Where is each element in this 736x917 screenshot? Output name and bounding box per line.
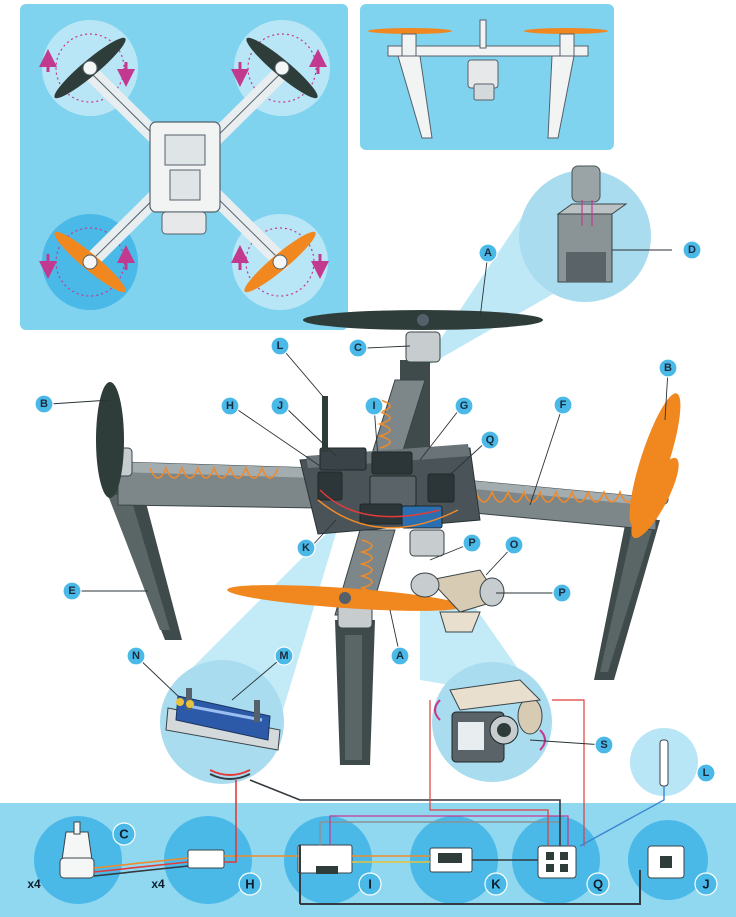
svg-text:I: I (372, 400, 375, 412)
svg-text:H: H (226, 400, 234, 412)
callout-b-left: B (34, 394, 54, 414)
svg-text:S: S (600, 739, 607, 751)
svg-text:B: B (40, 398, 48, 410)
svg-text:Q: Q (593, 877, 603, 892)
svg-text:E: E (68, 585, 75, 597)
callout-i: I (364, 396, 384, 416)
callout-e: E (62, 581, 82, 601)
callout-c: C (348, 338, 368, 358)
svg-text:N: N (132, 650, 140, 662)
callout-o: O (504, 535, 524, 555)
callout-h: H (220, 396, 240, 416)
callout-m: M (274, 646, 294, 666)
bottom-label-q: Q (586, 872, 610, 896)
quadcopter-3d (96, 310, 681, 765)
bottom-label-h: H (238, 872, 262, 896)
callout-l-bubble: L (696, 763, 716, 783)
callout-q-top: Q (480, 430, 500, 450)
callout-k: K (296, 538, 316, 558)
svg-text:B: B (664, 362, 672, 374)
svg-text:P: P (558, 587, 565, 599)
battery-detail (160, 660, 284, 784)
svg-text:A: A (484, 247, 492, 259)
svg-text:D: D (688, 244, 696, 256)
callout-a-bottom: A (390, 646, 410, 666)
bottom-label-k: K (484, 872, 508, 896)
motor-mount-detail (420, 165, 651, 370)
bottom-label-i: I (358, 872, 382, 896)
callout-p-upper: P (462, 533, 482, 553)
svg-text:K: K (491, 877, 501, 892)
callout-f: F (553, 395, 573, 415)
callout-d: D (682, 240, 702, 260)
svg-text:P: P (468, 537, 475, 549)
svg-text:H: H (245, 877, 254, 892)
esc-count: x4 (151, 877, 165, 891)
callout-s: S (594, 735, 614, 755)
wiring-strip (0, 699, 736, 917)
callout-l-top: L (270, 336, 290, 356)
svg-text:J: J (702, 877, 709, 892)
svg-text:G: G (460, 400, 469, 412)
antenna-detail (630, 728, 698, 796)
svg-text:F: F (560, 399, 567, 411)
svg-text:A: A (396, 650, 404, 662)
svg-text:J: J (277, 400, 283, 412)
callout-g: G (454, 396, 474, 416)
svg-text:I: I (368, 877, 372, 892)
svg-text:K: K (302, 542, 310, 554)
svg-text:C: C (119, 827, 129, 842)
callout-p-lower: P (552, 583, 572, 603)
svg-text:L: L (277, 340, 284, 352)
callout-j: J (270, 396, 290, 416)
callout-b-right: B (658, 358, 678, 378)
camera-detail (432, 662, 552, 782)
top-view-panel (20, 4, 348, 330)
svg-text:O: O (510, 539, 519, 551)
motor-count: x4 (27, 877, 41, 891)
callout-n: N (126, 646, 146, 666)
callout-a-top: A (478, 243, 498, 263)
bottom-label-c: C (112, 822, 136, 846)
svg-text:Q: Q (486, 434, 495, 446)
svg-text:C: C (354, 342, 362, 354)
svg-text:M: M (279, 650, 288, 662)
front-view-panel (360, 4, 614, 150)
svg-text:L: L (703, 767, 710, 779)
bottom-label-j: J (694, 872, 718, 896)
